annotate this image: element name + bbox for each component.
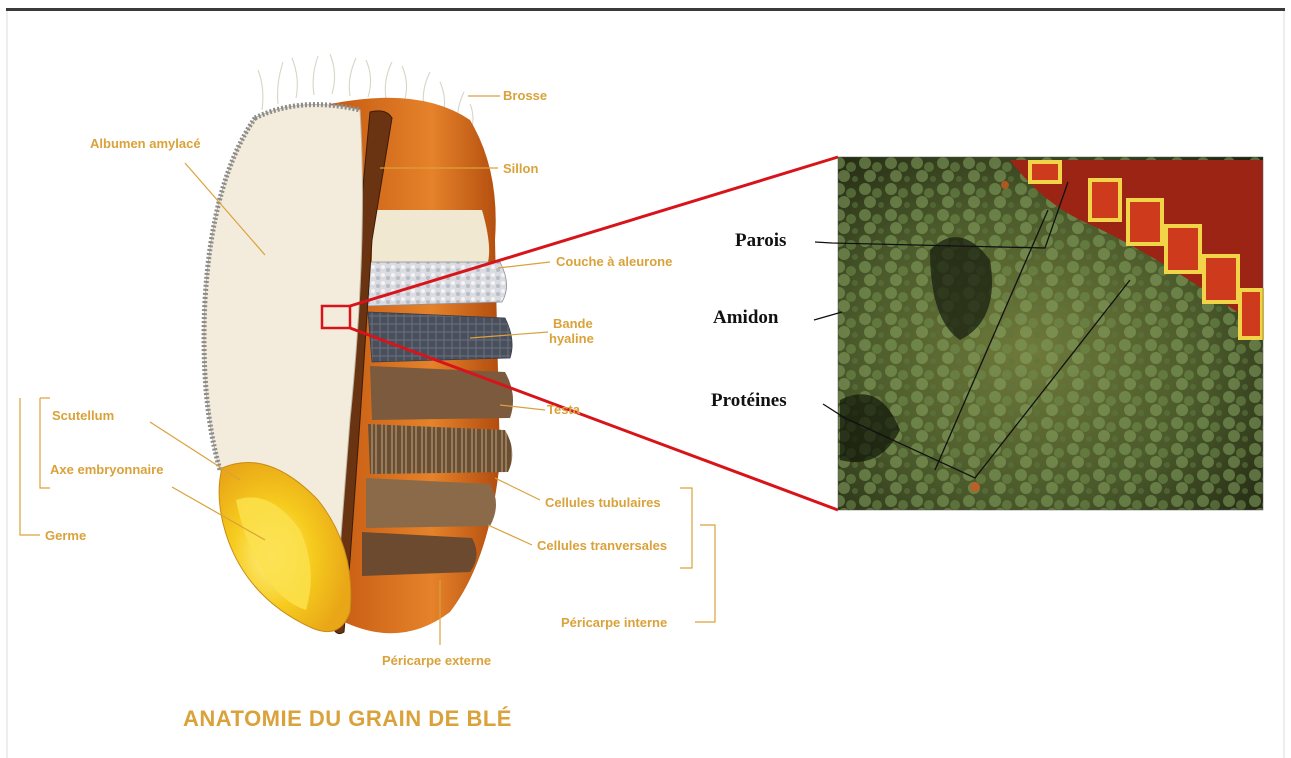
transverse-cells-strip bbox=[366, 478, 496, 528]
label-cellules-transversales: Cellules tranversales bbox=[537, 538, 667, 553]
micro-label-parois: Parois bbox=[735, 230, 786, 251]
label-testa: Testa bbox=[547, 402, 581, 417]
label-bande: Bande bbox=[553, 316, 593, 331]
label-couche-aleurone: Couche à aleurone bbox=[556, 254, 672, 269]
micrograph bbox=[838, 157, 1263, 510]
pericarp-inner-strip bbox=[362, 532, 477, 576]
aleurone-strip bbox=[365, 262, 507, 306]
albumen-wedge-right bbox=[372, 210, 489, 262]
label-brosse: Brosse bbox=[503, 88, 547, 103]
label-pericarpe-interne: Péricarpe interne bbox=[561, 615, 667, 630]
page-title: ANATOMIE DU GRAIN DE BLÉ bbox=[183, 706, 512, 731]
testa-strip bbox=[370, 366, 513, 420]
micro-label-amidon: Amidon bbox=[713, 307, 779, 328]
label-sillon: Sillon bbox=[503, 161, 538, 176]
tube-cells-strip bbox=[368, 424, 512, 474]
label-pericarpe-externe: Péricarpe externe bbox=[382, 653, 491, 668]
label-albumen: Albumen amylacé bbox=[90, 136, 201, 151]
label-germe: Germe bbox=[45, 528, 86, 543]
label-hyaline: hyaline bbox=[549, 331, 594, 346]
label-cellules-tubulaires: Cellules tubulaires bbox=[545, 495, 661, 510]
micro-label-proteines: Protéines bbox=[711, 390, 787, 411]
label-scutellum: Scutellum bbox=[52, 408, 114, 423]
label-axe-embryonnaire: Axe embryonnaire bbox=[50, 462, 163, 477]
